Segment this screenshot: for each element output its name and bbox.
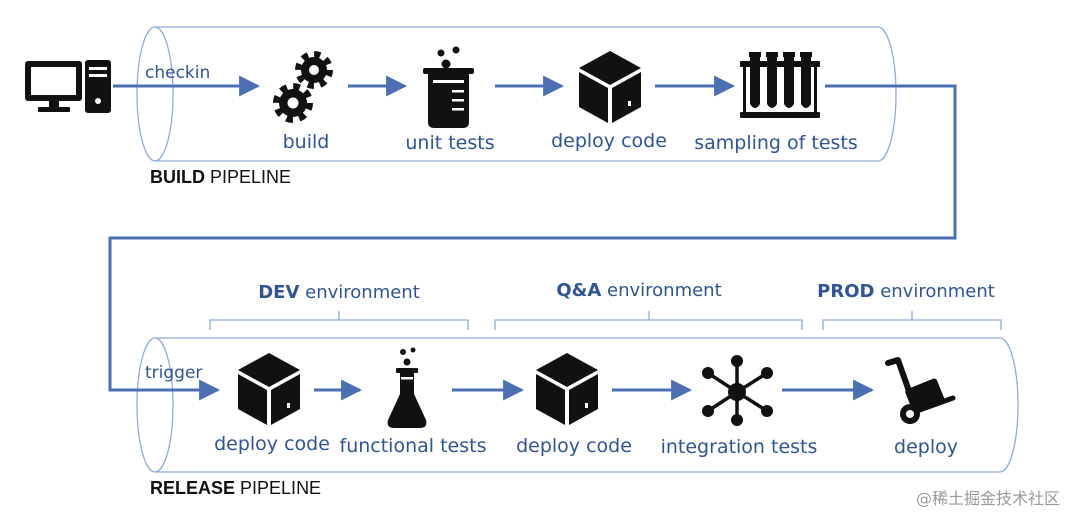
release-deploy-code-dev-label: deploy code (214, 433, 330, 455)
flow-arrows (108, 75, 957, 401)
gears-icon (273, 51, 333, 123)
dev-environment-label: DEV environment (258, 282, 420, 303)
integration-tests-stage-label: integration tests (661, 436, 818, 458)
qa-environment-label: Q&A environment (556, 280, 721, 301)
test-tubes-icon (740, 52, 820, 118)
unit-tests-stage-label: unit tests (405, 132, 494, 154)
environment-brackets (209, 311, 1002, 330)
checkin-label: checkin (145, 63, 210, 83)
arrow-build-to-release (108, 84, 957, 401)
release-pipeline-tube (136, 337, 1019, 473)
flask-icon (387, 347, 427, 428)
functional-tests-stage-label: functional tests (340, 435, 487, 457)
watermark: @稀土掘金技术社区 (916, 489, 1060, 508)
prod-environment-label: PROD environment (817, 281, 995, 302)
network-icon (702, 355, 773, 426)
build-stage-label: build (283, 131, 330, 153)
sampling-stage-label: sampling of tests (694, 132, 858, 154)
build-pipeline-title: BUILD PIPELINE (150, 167, 291, 187)
dev-bracket (209, 311, 469, 330)
deploy-code-stage-label: deploy code (551, 130, 667, 152)
qa-bracket (494, 311, 803, 330)
box-icon (579, 51, 641, 123)
deploy-stage-label: deploy (894, 436, 958, 458)
build-pipeline-tube (136, 26, 897, 162)
release-deploy-code-qa-label: deploy code (516, 435, 632, 457)
computer-icon (25, 60, 111, 113)
trigger-label: trigger (145, 363, 202, 383)
hand-truck-icon (885, 357, 956, 424)
release-pipeline-title: RELEASE PIPELINE (150, 478, 321, 498)
box-icon (536, 353, 598, 425)
box-icon (238, 353, 300, 425)
beaker-icon (423, 46, 474, 128)
prod-bracket (822, 311, 1002, 330)
